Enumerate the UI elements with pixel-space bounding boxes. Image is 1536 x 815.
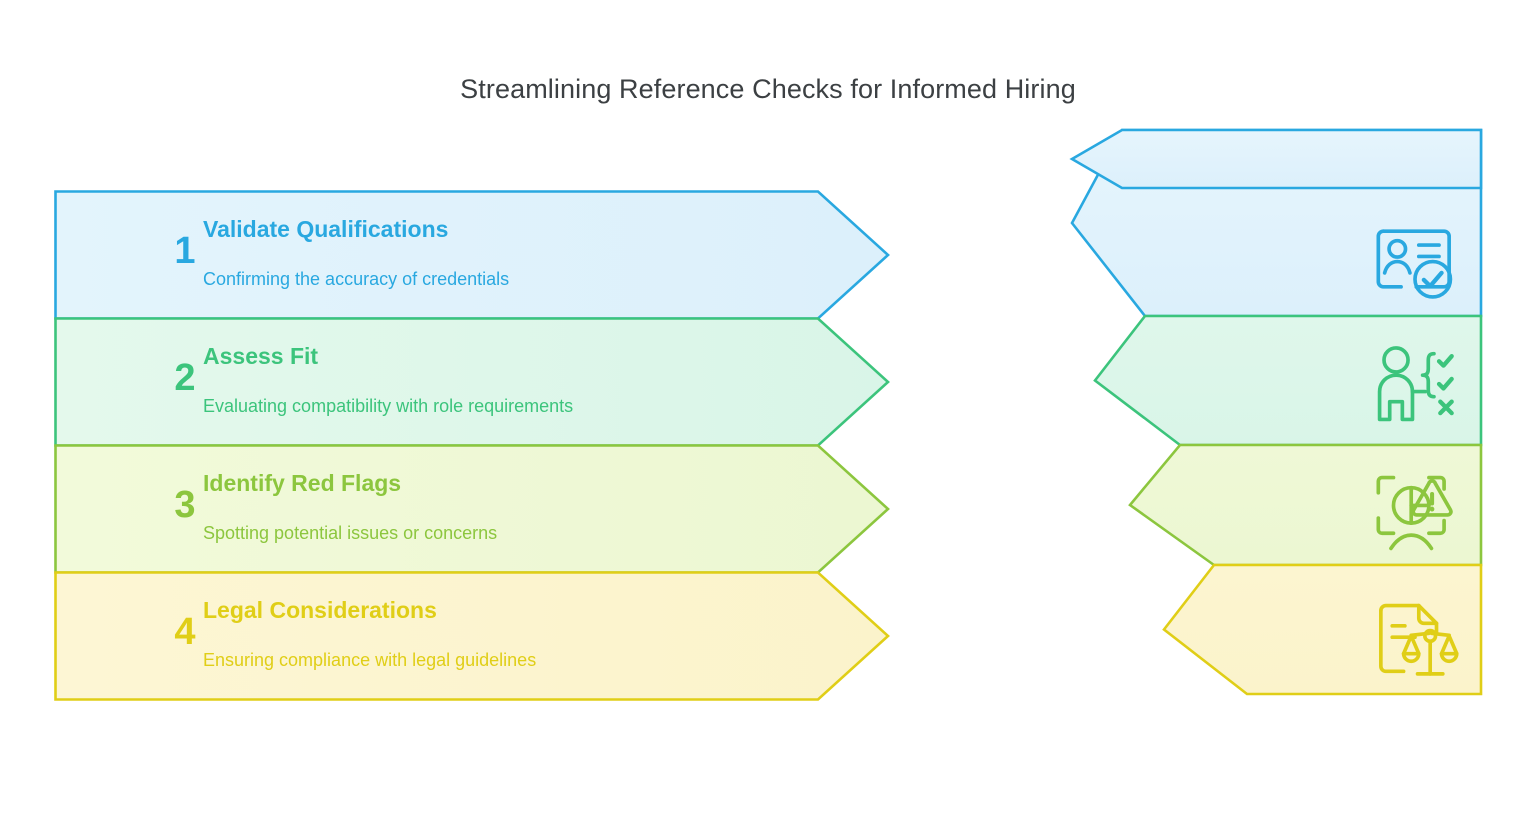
step-title: Assess Fit xyxy=(203,343,319,369)
step-subtitle: Ensuring compliance with legal guideline… xyxy=(203,650,537,670)
step-number: 2 xyxy=(174,357,196,399)
step-title: Validate Qualifications xyxy=(203,216,449,242)
person-criteria-checklist-icon xyxy=(1372,341,1458,427)
step-title: Legal Considerations xyxy=(203,597,437,623)
step-banner[interactable]: 3 Identify Red Flags Spotting potential … xyxy=(54,444,894,574)
face-scan-warning-icon xyxy=(1372,470,1458,556)
step-banner[interactable]: 4 Legal Considerations Ensuring complian… xyxy=(54,571,894,701)
step-banner-list: 1 Validate Qualifications Confirming the… xyxy=(54,190,894,701)
step-subtitle: Confirming the accuracy of credentials xyxy=(203,269,510,289)
step-banner-shape xyxy=(54,317,890,447)
step-number: 3 xyxy=(174,484,196,526)
step-subtitle: Evaluating compatibility with role requi… xyxy=(203,396,574,416)
funnel-cap-band xyxy=(1069,128,1483,190)
step-banner[interactable]: 1 Validate Qualifications Confirming the… xyxy=(54,190,894,320)
step-number: 1 xyxy=(174,230,196,272)
step-banner-shape xyxy=(54,571,890,701)
funnel-shape xyxy=(1069,128,1483,696)
page-title: Streamlining Reference Checks for Inform… xyxy=(460,74,1076,104)
step-banner-shape xyxy=(54,190,890,320)
legal-document-scales-icon xyxy=(1372,598,1459,684)
id-card-verified-icon xyxy=(1372,216,1458,302)
step-title: Identify Red Flags xyxy=(203,470,402,496)
step-banner-shape xyxy=(54,444,890,574)
step-banner[interactable]: 2 Assess Fit Evaluating compatibility wi… xyxy=(54,317,894,447)
step-subtitle: Spotting potential issues or concerns xyxy=(203,523,498,543)
funnel-segment[interactable] xyxy=(1162,563,1483,696)
step-number: 4 xyxy=(174,611,196,653)
funnel-diagram xyxy=(1069,128,1500,703)
